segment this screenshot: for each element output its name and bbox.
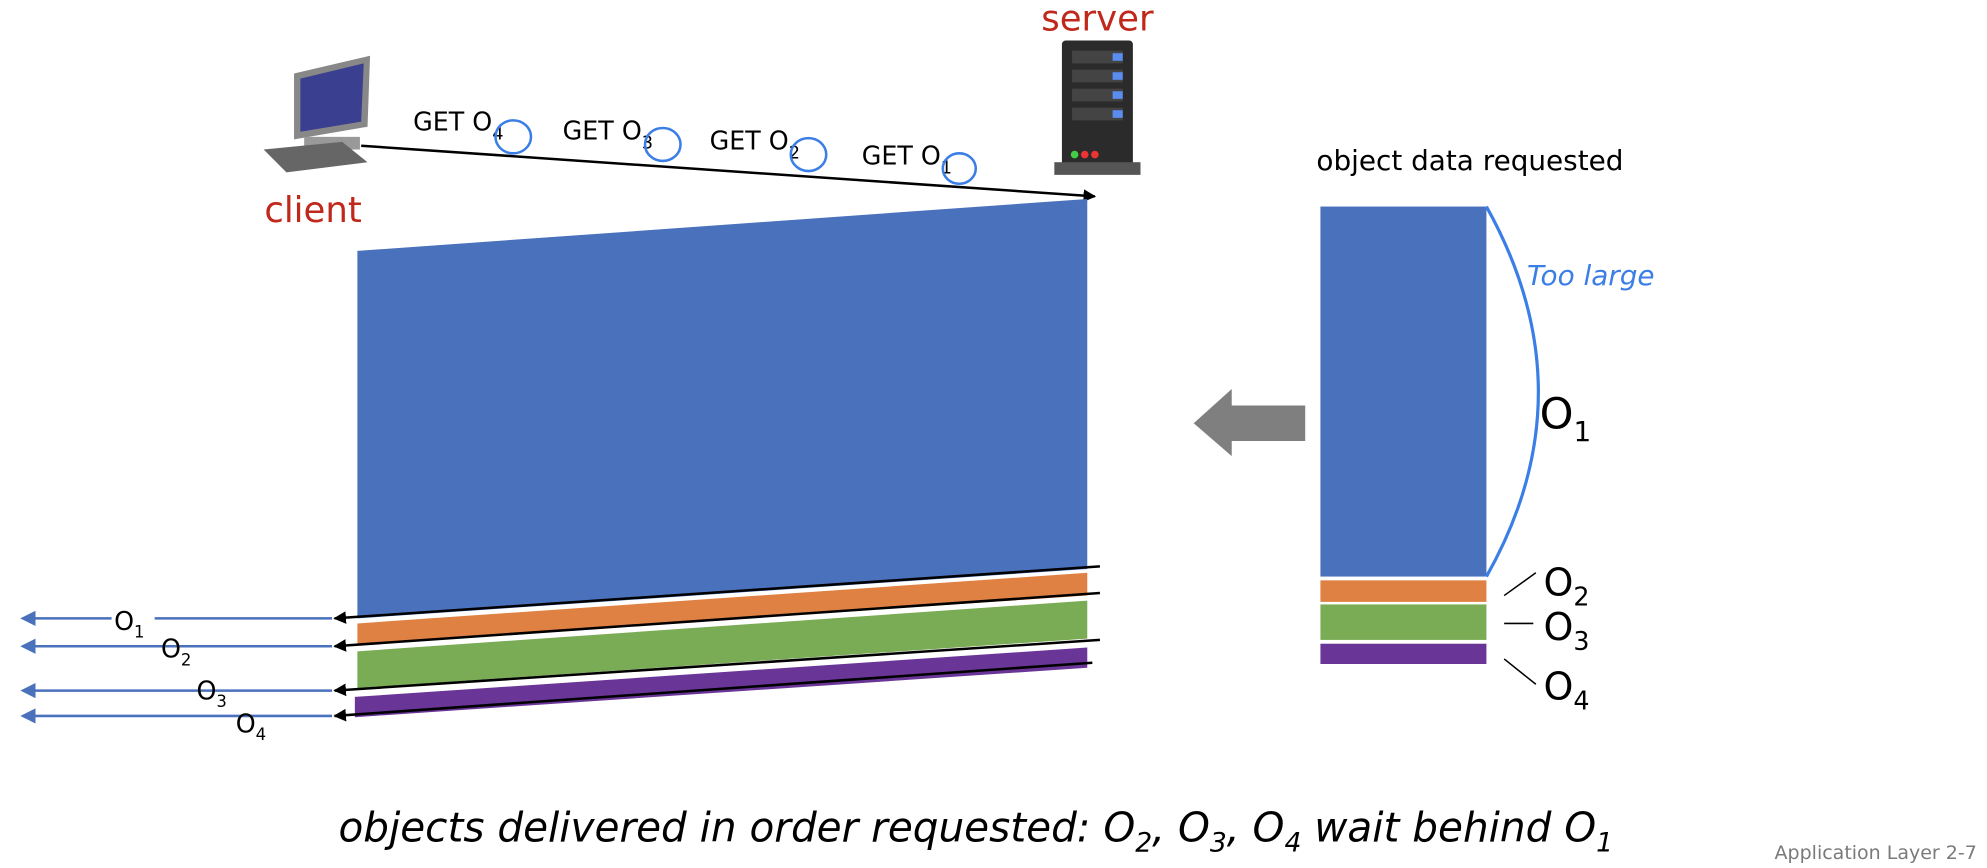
server-icon (1054, 40, 1141, 175)
object-label-o3: O3 (1543, 605, 1589, 656)
svg-text:GET O4: GET O4 (413, 107, 503, 145)
object-label-o1: O1 (1540, 389, 1592, 448)
object-bar-o4 (1320, 643, 1487, 664)
boundary-line-4 (333, 661, 1093, 722)
delivered-label-o4: O4 (236, 708, 266, 744)
svg-text:GET O3: GET O3 (563, 115, 653, 153)
svg-text:GET O2: GET O2 (710, 126, 800, 164)
delivered-label-o3: O3 (196, 675, 226, 711)
object-label-o4: O4 (1543, 664, 1589, 715)
delivered-arrows: O1 O2 O3 O4 (20, 605, 333, 744)
caption: objects delivered in order requested: O2… (338, 803, 1613, 858)
delivered-label-o2: O2 (161, 634, 191, 670)
client-computer-icon (263, 55, 371, 173)
get-request-o2: GET O2 (710, 126, 828, 173)
object-bar-o3 (1320, 604, 1487, 640)
response-band-o4 (354, 647, 1088, 718)
object-label-o2: O2 (1543, 561, 1589, 612)
server-label: server (1041, 0, 1154, 39)
get-request-o4: GET O4 (413, 107, 533, 155)
gray-left-arrow-icon (1193, 389, 1306, 457)
boundary-line-2 (333, 591, 1101, 652)
get-requests: GET O4 GET O3 GET O2 GET O1 (413, 107, 978, 186)
request-arrow (361, 144, 1097, 202)
boundary-line-3 (333, 638, 1101, 697)
too-large-brace (1485, 205, 1540, 578)
object-data-title: object data requested (1316, 144, 1623, 177)
too-large-note: Too large (1527, 259, 1655, 292)
object-bar-o2 (1320, 580, 1487, 602)
response-band-o1 (357, 198, 1088, 619)
response-band-o2 (357, 572, 1088, 644)
object-bar-o1 (1320, 206, 1487, 577)
get-request-o1: GET O1 (862, 141, 978, 186)
response-band-o3 (357, 600, 1088, 689)
svg-text:GET O1: GET O1 (862, 141, 952, 179)
delivered-label-o1: O1 (114, 606, 144, 642)
client-label: client (264, 190, 362, 231)
boundary-line-1 (333, 565, 1101, 624)
footer-page-label: Application Layer 2-7 (1775, 842, 1977, 864)
get-request-o3: GET O3 (563, 115, 682, 163)
